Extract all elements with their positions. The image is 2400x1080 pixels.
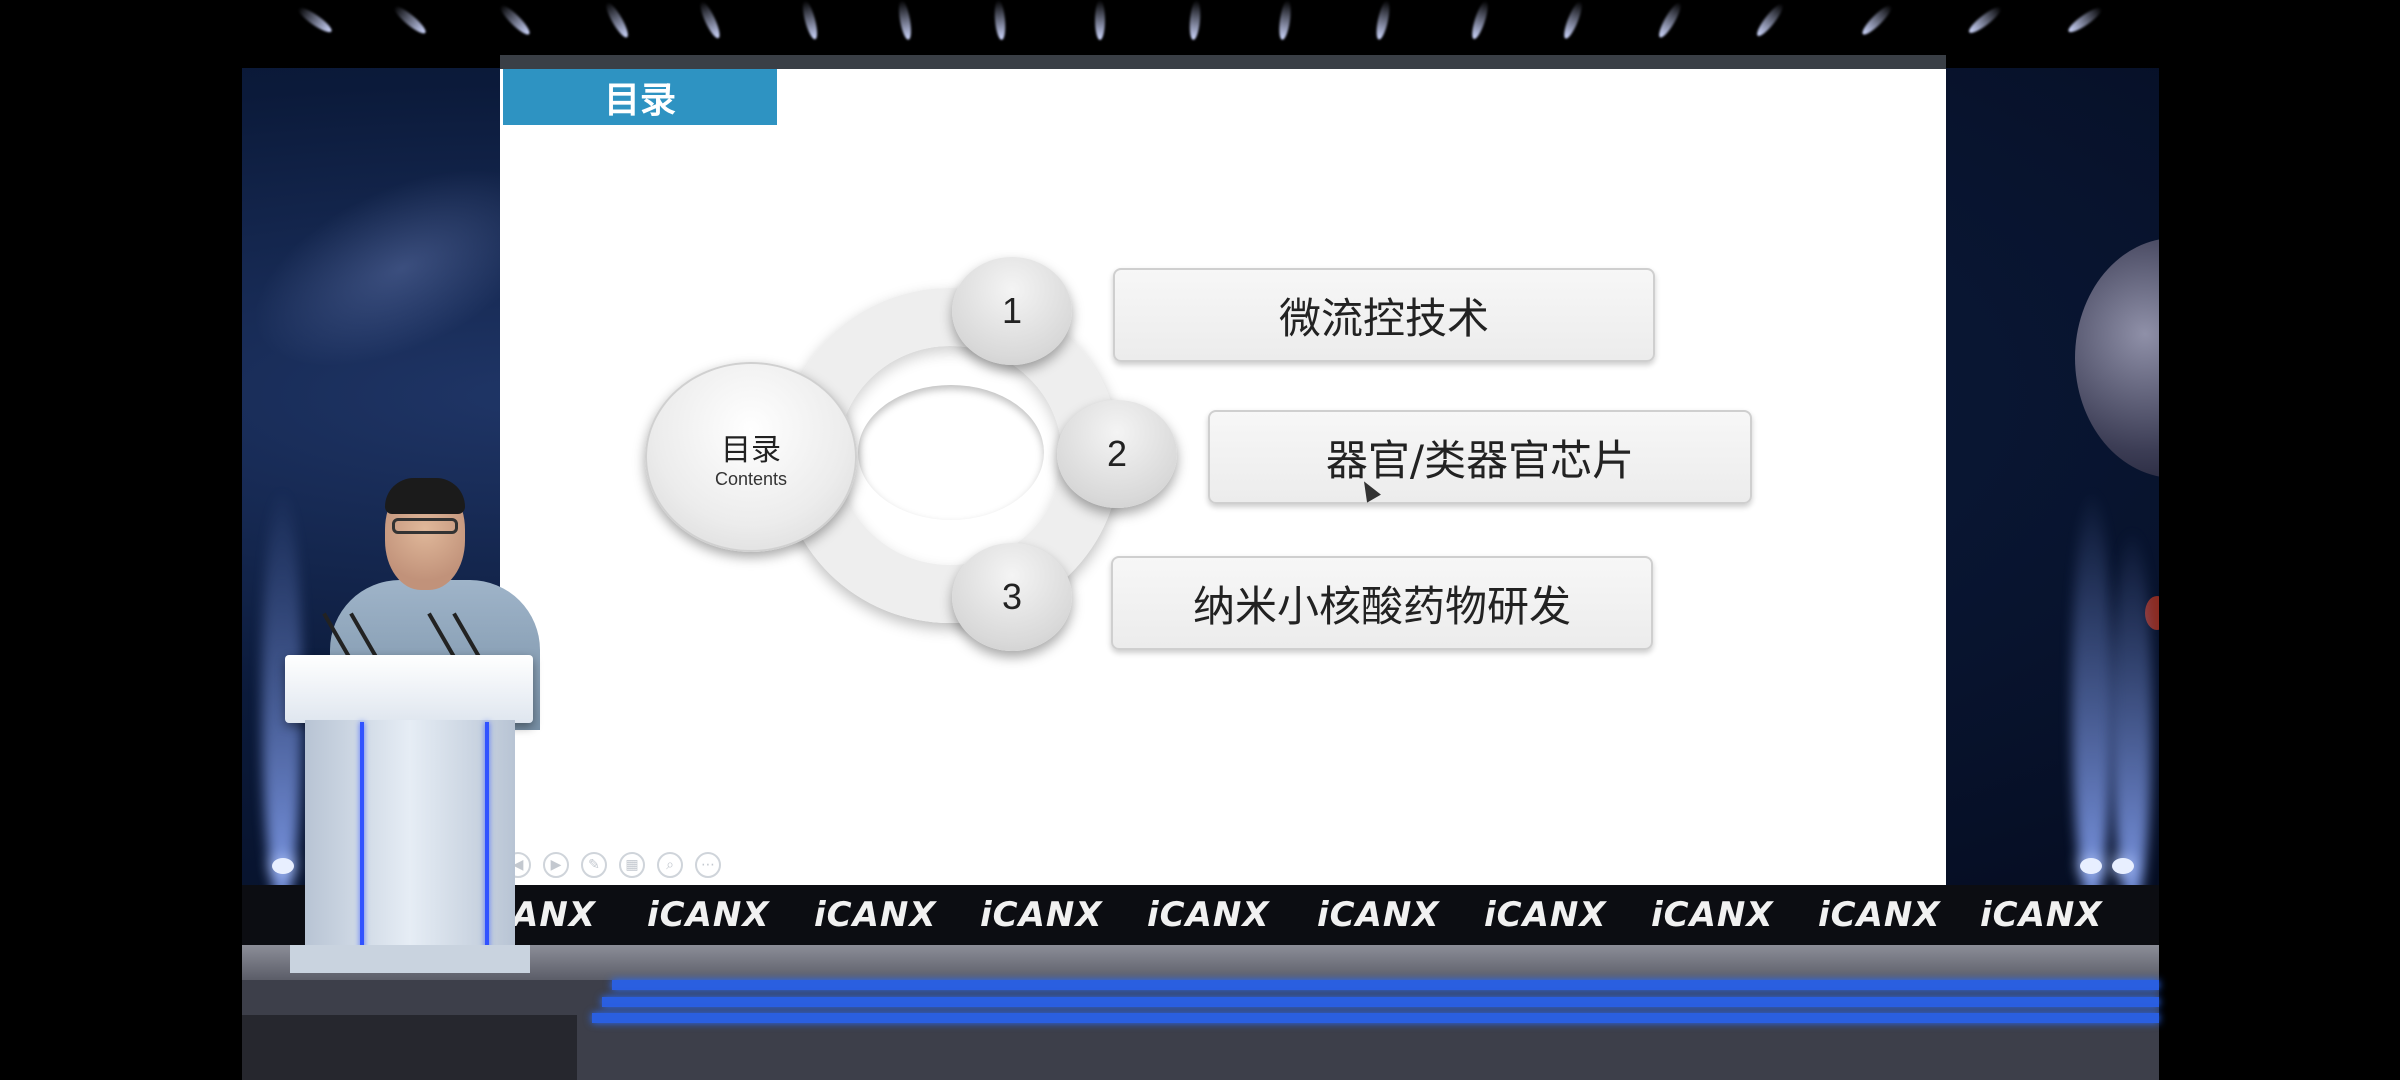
sponsor-logo-band: ANX iCANX iCANX iCANX iCANX iCANX iCANX … (242, 885, 2159, 945)
podium-top (285, 655, 533, 723)
more-icon[interactable]: ⋯ (695, 852, 721, 878)
presenter-hair (385, 478, 465, 514)
contents-item-2: 器官/类器官芯片 (1208, 410, 1752, 504)
ceiling-light (1373, 0, 1393, 41)
ceiling-light (1966, 3, 2004, 37)
item-number-1: 1 (952, 257, 1072, 365)
ceiling-light (1560, 0, 1586, 41)
logo-text: iCANX (980, 895, 1103, 935)
logo-text: iCANX (1484, 895, 1607, 935)
ceiling-light (993, 0, 1007, 41)
stage-light-strip (602, 997, 2159, 1007)
ceiling-light (1859, 2, 1895, 38)
item-number-3: 3 (952, 543, 1072, 651)
stage-light-strip (612, 980, 2159, 990)
ceiling-light (1188, 0, 1202, 41)
logo-text: iCANX (1818, 895, 1941, 935)
next-icon[interactable]: ▶ (543, 852, 569, 878)
spotlight-base (272, 858, 294, 874)
stage-floor-edge (242, 945, 2159, 980)
slide-title-tab: 目录 (503, 69, 777, 125)
spotlight-base (2112, 858, 2134, 874)
contents-item-1: 微流控技术 (1113, 268, 1655, 362)
ceiling-light (295, 4, 335, 36)
ceiling-lights (0, 0, 2400, 70)
presenter-glasses (392, 518, 458, 534)
logo-text: iCANX (814, 895, 937, 935)
stage-light-strip (592, 1013, 2159, 1023)
ceiling-light (1277, 0, 1293, 41)
ceiling-light (391, 3, 429, 37)
logo-text: iCANX (1317, 895, 1440, 935)
contents-item-3: 纳米小核酸药物研发 (1111, 556, 1653, 650)
stage-floor-shadow (242, 1015, 577, 1080)
podium-base (290, 945, 530, 973)
logo-text: ANX (512, 895, 596, 935)
ceiling-light (697, 0, 723, 41)
spotlight-base (2080, 858, 2102, 874)
ceiling-light (1095, 0, 1105, 40)
logo-text: iCANX (647, 895, 770, 935)
spotlight-beam (2072, 488, 2112, 888)
ceiling-light (1469, 0, 1491, 41)
logo-text: iCANX (1980, 895, 2103, 935)
contents-hub: 目录 Contents (645, 362, 857, 552)
podium-light-line (360, 722, 364, 952)
logo-text: iCANX (1147, 895, 1270, 935)
podium-light-line (485, 722, 489, 952)
stage-floor (242, 945, 2159, 1080)
ceiling-light (1655, 0, 1685, 40)
spotlight-beam (2112, 528, 2152, 888)
ceiling-light (799, 0, 821, 41)
ceiling-light (602, 0, 632, 40)
diagram-ring-hole (858, 385, 1044, 520)
ceiling-light (1753, 1, 1787, 39)
planet-graphic (2075, 238, 2159, 478)
zoom-icon[interactable]: ⌕ (657, 852, 683, 878)
logo-text: iCANX (1651, 895, 1774, 935)
ceiling-light (497, 2, 533, 38)
slide-top-bar (500, 55, 1946, 69)
ceiling-light (2065, 4, 2105, 36)
hub-subtitle: Contents (714, 468, 788, 489)
hub-title: 目录 (721, 432, 781, 468)
slides-icon[interactable]: ▦ (619, 852, 645, 878)
ceiling-light (896, 0, 914, 41)
item-number-2: 2 (1057, 400, 1177, 508)
slideshow-toolbar: ◀ ▶ ✎ ▦ ⌕ ⋯ (505, 852, 721, 882)
pen-icon[interactable]: ✎ (581, 852, 607, 878)
podium-body (305, 720, 515, 960)
